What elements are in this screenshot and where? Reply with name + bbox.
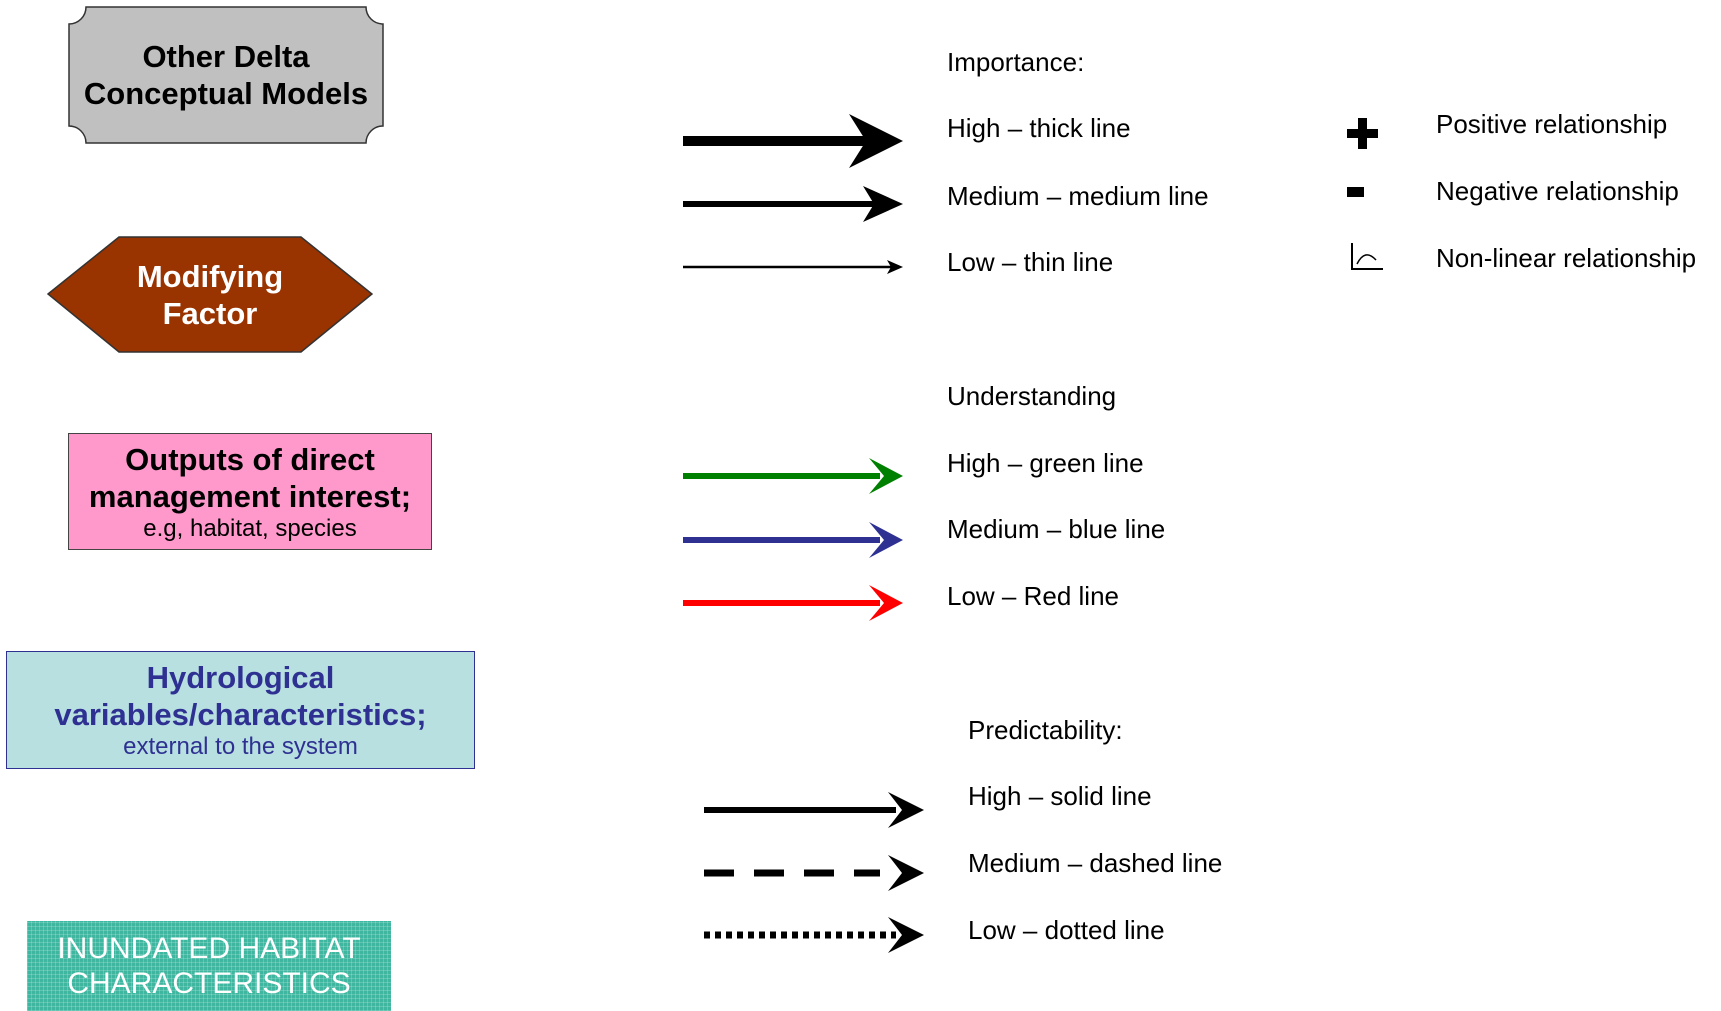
plaque-shape (68, 6, 384, 144)
other-delta-models-shape: Other Delta Conceptual Models (68, 6, 384, 144)
understanding-title: Understanding (947, 381, 1117, 411)
arrow-predictability-medium (704, 855, 924, 891)
understanding-medium-label: Medium – blue line (947, 514, 1166, 544)
outputs-line1: Outputs of direct (125, 441, 375, 477)
non-linear-icon (1351, 243, 1383, 270)
understanding-high-label: High – green line (947, 448, 1144, 478)
understanding-low-label: Low – Red line (947, 581, 1119, 611)
hydrological-line2: variables/characteristics; (54, 697, 427, 732)
modifying-factor-line2: Factor (162, 295, 258, 331)
arrow-predictability-high (704, 792, 924, 828)
arrow-predictability-low (704, 917, 924, 953)
inundated-line1: INUNDATED HABITAT (57, 932, 361, 965)
arrow-understanding-medium (683, 522, 903, 558)
arrow-understanding-low (683, 585, 903, 621)
hydrological-variables-box: Hydrological variables/characteristics; … (6, 651, 475, 769)
negative-relationship-label: Negative relationship (1436, 176, 1679, 206)
predictability-high-label: High – solid line (968, 781, 1152, 811)
importance-medium-label: Medium – medium line (947, 181, 1209, 211)
other-delta-line1: Other Delta (142, 39, 310, 74)
modifying-factor-shape: Modifying Factor (47, 236, 373, 353)
outputs-sub: e.g, habitat, species (143, 514, 357, 542)
arrow-importance-low (683, 260, 903, 274)
outputs-management-label: Outputs of direct management interest; e… (69, 434, 431, 549)
hydrological-line1: Hydrological (146, 660, 335, 695)
predictability-title: Predictability: (968, 715, 1123, 745)
nonlinear-relationship-label: Non-linear relationship (1436, 243, 1697, 273)
hydrological-label: Hydrological variables/characteristics; … (7, 652, 474, 768)
importance-low-label: Low – thin line (947, 247, 1114, 277)
outputs-management-box: Outputs of direct management interest; e… (68, 433, 432, 550)
arrow-importance-medium (683, 186, 903, 222)
modifying-factor-label: Modifying Factor (47, 236, 373, 353)
positive-relationship-label: Positive relationship (1436, 109, 1668, 139)
hydrological-sub: external to the system (123, 733, 358, 760)
minus-icon (1347, 187, 1364, 197)
hexagon-shape (47, 236, 373, 353)
importance-high-label: High – thick line (947, 113, 1131, 143)
modifying-factor-line1: Modifying (136, 258, 284, 294)
arrow-understanding-high (683, 458, 903, 494)
importance-title: Importance: (947, 47, 1085, 77)
inundated-line2: CHARACTERISTICS (67, 967, 351, 1000)
predictability-medium-label: Medium – dashed line (968, 848, 1223, 878)
outputs-line2: management interest; (88, 478, 412, 514)
other-delta-line2: Conceptual Models (83, 76, 369, 111)
predictability-low-label: Low – dotted line (968, 915, 1165, 945)
plus-icon (1347, 118, 1378, 149)
inundated-label: INUNDATED HABITAT CHARACTERISTICS (27, 921, 391, 1011)
inundated-habitat-box: INUNDATED HABITAT CHARACTERISTICS (27, 921, 391, 1011)
arrow-importance-high (683, 114, 903, 168)
other-delta-label: Other Delta Conceptual Models (68, 6, 384, 144)
